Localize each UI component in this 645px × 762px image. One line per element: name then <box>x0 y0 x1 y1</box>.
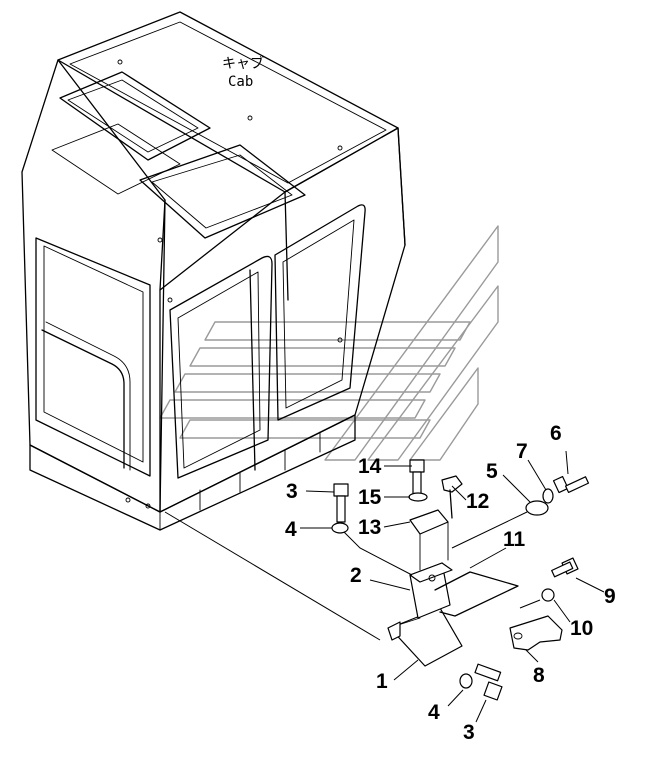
callout-4-upper: 4 <box>285 518 297 541</box>
callout-14: 14 <box>358 455 382 478</box>
washer-15-part <box>408 492 428 502</box>
callout-3-lower: 3 <box>463 721 475 744</box>
watermark-logo <box>159 225 499 461</box>
latch-hook-part <box>441 475 463 493</box>
washer-4-upper-part <box>331 522 349 534</box>
callout-15: 15 <box>358 486 382 509</box>
callout-3-upper: 3 <box>286 480 298 503</box>
callout-2: 2 <box>350 564 362 587</box>
bolt-6-part <box>552 475 569 494</box>
callout-labels: 1 2 3 3 4 4 5 6 7 8 9 10 11 12 13 14 15 <box>285 422 616 744</box>
callout-1: 1 <box>376 670 388 693</box>
callout-12: 12 <box>466 490 489 513</box>
washer-4-lower-part <box>459 673 473 689</box>
cap-5-part <box>525 500 549 516</box>
callout-9: 9 <box>604 585 616 608</box>
callout-6: 6 <box>550 422 562 445</box>
cab-drawing <box>21 11 406 531</box>
plate-part <box>409 509 449 535</box>
cab-label-jp: キャブ <box>222 55 264 72</box>
angled-bracket-part <box>434 571 519 617</box>
washer-7-part <box>542 488 554 504</box>
washer-10-part <box>541 588 555 602</box>
assembly-reference-line <box>164 511 381 641</box>
callout-4-lower: 4 <box>428 701 440 724</box>
cab-label-en: Cab <box>228 74 253 90</box>
callout-8: 8 <box>533 664 545 687</box>
bolt-14-part <box>409 459 425 473</box>
callout-11: 11 <box>503 528 526 551</box>
callout-13: 13 <box>358 516 381 539</box>
bolt-3-upper-part <box>333 483 349 497</box>
callout-5: 5 <box>486 460 498 483</box>
callout-10: 10 <box>570 617 593 640</box>
callout-7: 7 <box>516 440 528 463</box>
leader-lines <box>300 450 605 723</box>
hinge-bracket-part <box>509 615 563 651</box>
bolt-3-lower-part <box>474 663 502 682</box>
parts-group <box>331 459 590 701</box>
bracket-plate-part <box>389 607 463 667</box>
